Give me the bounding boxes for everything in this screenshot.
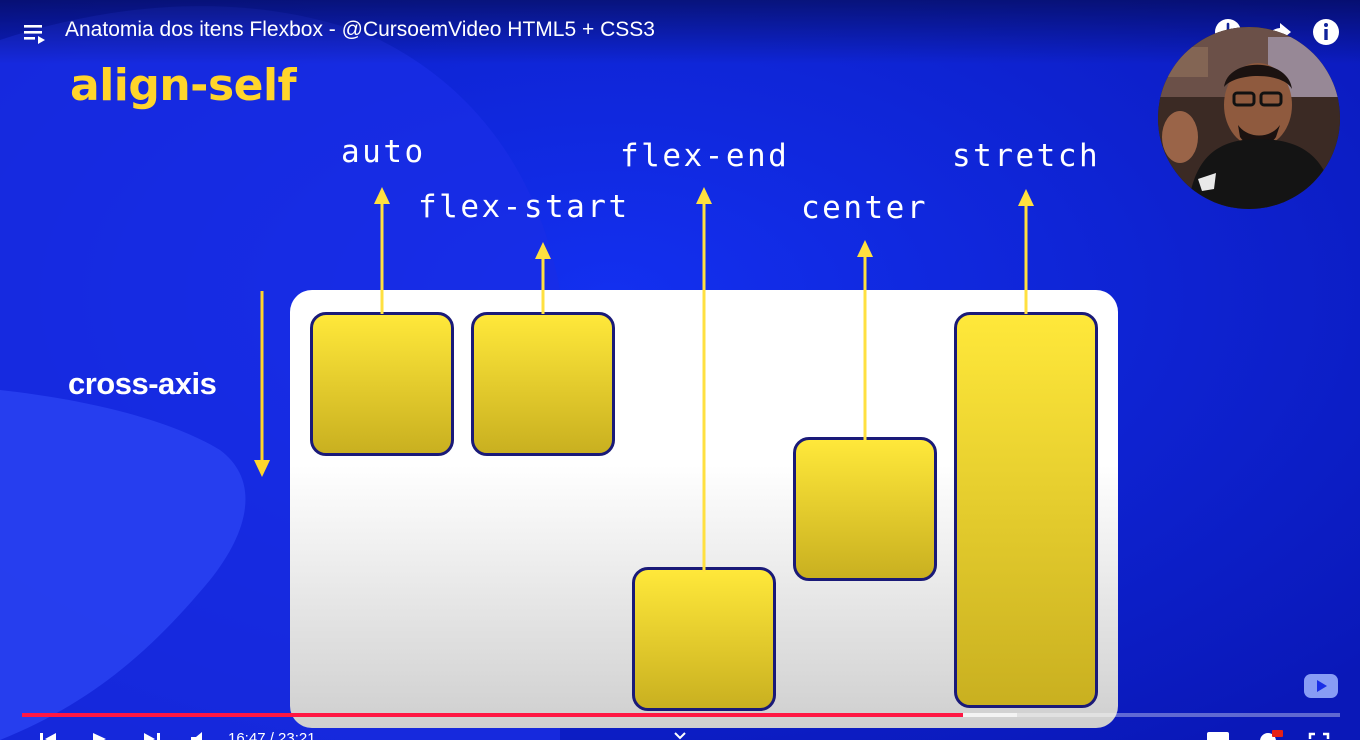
flex-item-flex-end bbox=[632, 567, 776, 711]
video-title[interactable]: Anatomia dos itens Flexbox - @CursoemVid… bbox=[65, 18, 655, 41]
subtitles-icon[interactable] bbox=[1206, 729, 1230, 740]
flex-item-stretch bbox=[954, 312, 1098, 708]
previous-icon[interactable] bbox=[38, 729, 58, 740]
chevron-icon[interactable] bbox=[672, 729, 688, 740]
presenter-avatar bbox=[1158, 27, 1340, 209]
flex-item-flex-start bbox=[471, 312, 615, 456]
next-icon[interactable] bbox=[142, 729, 162, 740]
label-center: center bbox=[801, 190, 928, 226]
cross-axis-label: cross-axis bbox=[68, 366, 217, 401]
flex-item-auto bbox=[310, 312, 454, 456]
fullscreen-icon[interactable] bbox=[1308, 729, 1330, 740]
hd-settings-icon[interactable] bbox=[1258, 729, 1284, 740]
progress-bar[interactable] bbox=[22, 713, 1340, 717]
label-auto: auto bbox=[341, 134, 426, 170]
player-top-bar bbox=[0, 0, 1360, 64]
youtube-logo-icon[interactable] bbox=[1302, 671, 1340, 701]
playlist-icon[interactable] bbox=[22, 22, 48, 46]
label-stretch: stretch bbox=[952, 138, 1101, 174]
label-flex-end: flex-end bbox=[620, 138, 790, 174]
flex-item-center bbox=[793, 437, 937, 581]
play-icon[interactable] bbox=[90, 729, 110, 740]
volume-icon[interactable] bbox=[188, 729, 208, 740]
progress-played bbox=[22, 713, 964, 717]
label-flex-start: flex-start bbox=[418, 189, 630, 225]
info-icon[interactable] bbox=[1310, 16, 1342, 48]
time-display: 16:47 / 23:21 bbox=[228, 730, 316, 740]
slide-title: align-self bbox=[70, 60, 297, 111]
